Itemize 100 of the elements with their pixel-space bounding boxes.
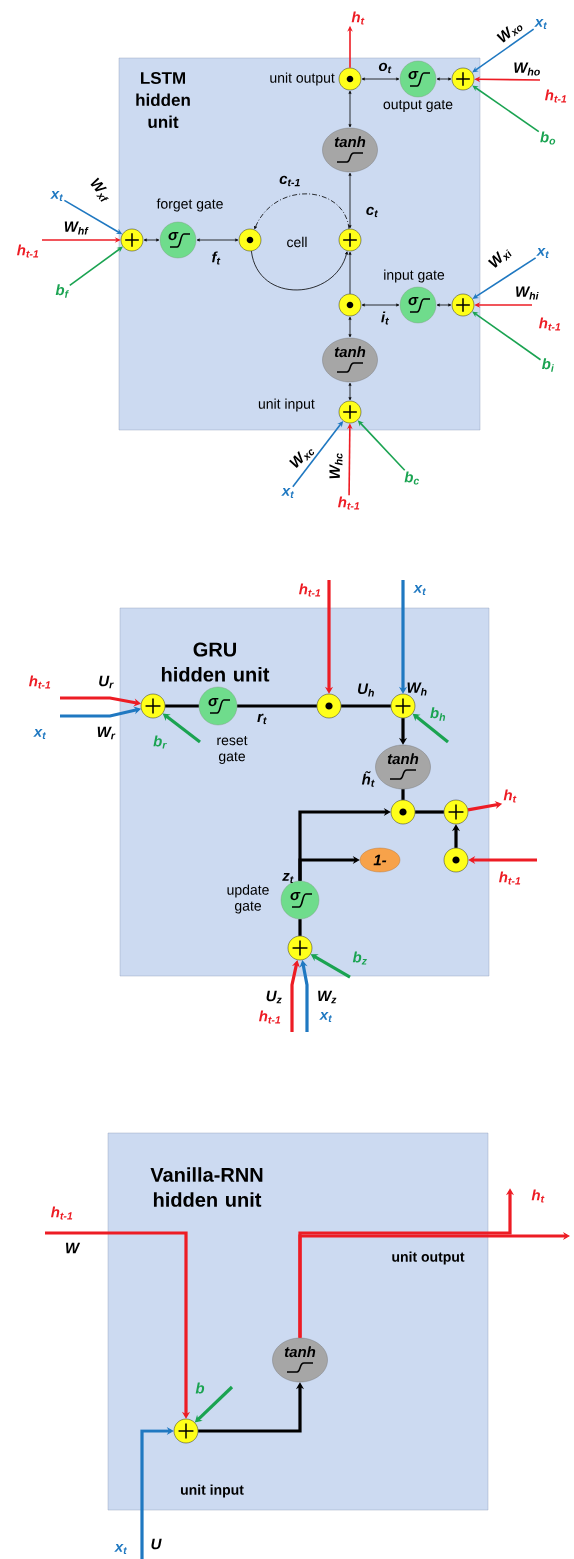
arrow [348,90,352,128]
tanh-node: tanh [322,337,378,383]
edge-label: W$_{xc}$ [289,449,315,468]
dashed-arrow [254,193,350,230]
edge-label: U$_{z}$ [266,990,282,1004]
sigmoid-node: σ [159,221,197,259]
arrow [361,303,400,307]
signal-symbol: h$_{t-1}$ [338,496,360,510]
text-label: unit output [392,1251,465,1265]
signal-symbol: b$_{z}$ [352,951,367,965]
edge-label: W$_{xi}$ [487,249,512,268]
arrow [436,303,452,307]
signal-symbol: b$_{h}$ [430,707,446,721]
sum-node [443,799,469,825]
arrow [472,257,537,299]
edge-label: W$_{hi}$ [516,286,539,300]
edge-label: W$_{ho}$ [514,62,540,76]
edge-label: U$_{h}$ [358,683,374,697]
connector [298,919,302,936]
arrow [474,302,533,308]
edge-label: r$_{t}$ [257,713,267,725]
arrow [472,85,540,133]
signal-symbol: x$_{t}$ [413,584,427,596]
text-label: cell [287,236,307,248]
signal-symbol: h$_{t-1}$ [51,1206,73,1220]
connector [401,789,405,800]
node-caption: unit input [258,398,315,412]
signal-symbol: x$_{t}$ [114,1543,128,1555]
sum-node [390,693,416,719]
edge-label: f$_{t}$ [212,251,221,265]
product-node [316,693,342,719]
signal-symbol: x$_{t}$ [33,728,47,740]
arrow [298,855,360,881]
arrow [41,237,121,243]
sum-node [451,67,475,91]
arrow [348,251,352,295]
signal-symbol: x$_{t}$ [319,1011,333,1023]
arrow [436,77,452,81]
product-node [390,799,416,825]
signal-symbol: h$_{t-1}$ [499,871,521,885]
sum-node [140,693,166,719]
signal-symbol: h$_{t-1}$ [259,1010,281,1024]
sum-node [120,228,144,252]
arrow [348,382,352,401]
signal-symbol: b$_{o}$ [540,131,556,145]
signal-symbol: h$_{t}$ [503,789,517,803]
arrow [298,1231,570,1338]
arrow [412,713,449,744]
signal-symbol: h$_{t-1}$ [299,583,321,597]
edge-label: i$_{t}$ [381,311,389,325]
signal-symbol: x$_{t}$ [50,190,64,202]
sum-node [338,228,362,252]
signal-symbol: x$_{t}$ [281,487,295,499]
product-node [443,847,469,873]
sigmoid-node: σ [198,686,238,726]
edge-label: W$_{xo}$ [496,25,523,43]
signal-symbol: b$_{f}$ [55,284,69,298]
connector [415,810,444,814]
arrow [69,246,123,287]
signal-symbol: b$_{c}$ [404,471,420,485]
signal-symbol: h$_{t-1}$ [29,675,51,689]
text-label: unit input [181,1484,244,1498]
edge-label: U$_{r}$ [99,675,114,689]
node-caption: input gate [384,269,445,283]
node-caption: unit output [270,72,335,86]
node-caption: reset gate [217,736,248,764]
signal-symbol: h$_{t-1}$ [17,244,39,258]
signal-symbol: x$_{t}$ [534,18,548,30]
arrow [250,250,348,291]
edge-label: W$_{hf}$ [64,221,89,235]
arrow [348,316,352,338]
arrow [361,77,400,81]
edge-label: c$_{t-1}$ [279,175,300,187]
product-node [338,293,362,317]
arrow [140,1426,174,1559]
tanh-node: tanh [272,1337,328,1383]
sum-node [451,293,475,317]
arrow [299,960,309,1032]
edge-label: c$_{t}$ [366,206,379,218]
sigmoid-node: σ [399,286,437,324]
edge-label: U [151,1538,162,1550]
signal-symbol: b [195,1382,205,1394]
signal-symbol: h$_{t}$ [531,1189,545,1203]
node-caption: update gate [227,884,269,914]
connector [341,704,391,708]
node-caption: h̃$_{t}$ [361,771,375,787]
sum-node [173,1418,199,1444]
one-minus-node: 1- [359,847,401,873]
sigmoid-node: σ [399,60,437,98]
product-node [238,228,262,252]
signal-symbol: h$_{t-1}$ [545,89,567,103]
arrow [348,172,352,229]
edge-label: o$_{t}$ [378,62,392,74]
node-caption: output gate [383,100,453,112]
tanh-node: tanh [375,744,431,790]
tanh-node: tanh [322,127,378,173]
arrow [472,28,535,73]
connector [165,704,199,708]
edge-label: W$_{xf}$ [90,177,109,202]
sum-node [287,935,313,961]
